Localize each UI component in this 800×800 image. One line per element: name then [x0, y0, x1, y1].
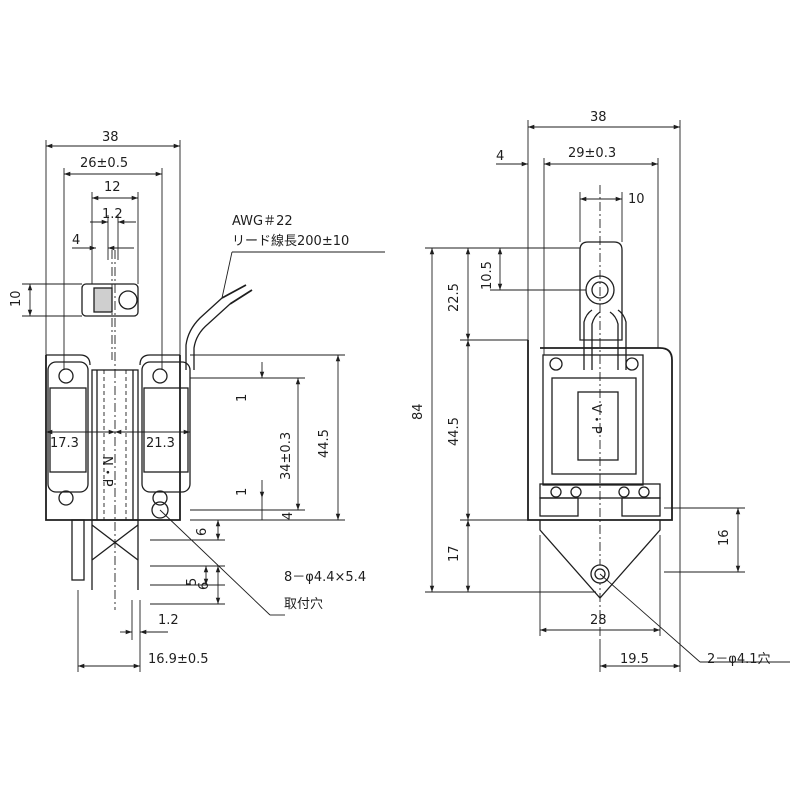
wire-spec-line2: リード線長200±10 — [232, 233, 349, 249]
left-dim-height-10: 10 — [9, 290, 24, 307]
left-view-outline — [45, 250, 253, 610]
right-view-outline: V・P — [527, 185, 673, 640]
right-view: V・P 38 — [411, 110, 790, 672]
right-dim-base-width: 28 — [590, 613, 607, 628]
left-dim-base-4: 4 — [281, 512, 296, 520]
left-view: 38 26±0.5 12 1.2 4 1.2 1 6 — [9, 130, 385, 672]
left-dim-hole-offset-6: 6 — [195, 528, 210, 536]
left-dim-pitch: 26±0.5 — [80, 156, 128, 171]
mounting-holes-line1: 8－φ4.4×5.4 — [284, 570, 366, 585]
left-dim-plate-thickness: 1.2 — [158, 613, 179, 628]
wire-spec-callout: AWG＃22 リード線長200±10 — [221, 214, 385, 299]
right-dim-body-height: 44.5 — [447, 417, 462, 446]
left-dim-gap-bottom: 1 — [235, 488, 250, 496]
right-dim-slot-width: 10 — [628, 192, 645, 207]
left-dim-offset: 4 — [72, 233, 80, 248]
left-dim-inner-width: 12 — [104, 180, 121, 195]
left-dim-depth: 16.9±0.5 — [148, 652, 209, 667]
right-dim-top-height: 22.5 — [447, 283, 462, 312]
right-dim-total-height: 84 — [411, 403, 426, 420]
left-dim-slot: 1.2 — [102, 207, 123, 222]
right-dim-bottom-height: 17 — [447, 545, 462, 562]
mounting-holes-line2: 取付穴 — [284, 597, 323, 612]
mounting-holes-callout: 8－φ4.4×5.4 取付穴 — [159, 509, 366, 616]
left-dim-hole-pitch-5: 5 — [185, 578, 200, 586]
right-vertical-dimensions: 10.5 22.5 44.5 17 84 16 — [411, 247, 745, 593]
left-dim-hole-pitch-6: 6 — [197, 582, 212, 590]
left-dim-overall-width: 38 — [102, 130, 119, 145]
right-coil-marking: V・P — [588, 404, 603, 434]
left-horizontal-dimensions: 38 26±0.5 12 1.2 4 1.2 16 — [45, 130, 209, 672]
left-dim-gap-top: 1 — [235, 394, 250, 402]
right-dim-center-offset: 19.5 — [620, 652, 649, 667]
right-mounting-hole-label: 2－φ4.1穴 — [707, 652, 771, 667]
wire-spec-line1: AWG＃22 — [232, 214, 293, 229]
left-dim-total-height: 44.5 — [317, 429, 332, 458]
left-dim-coil-left: 17.3 — [50, 436, 79, 451]
right-dim-slot-depth: 10.5 — [480, 261, 495, 290]
right-dim-overall-width: 38 — [590, 110, 607, 125]
left-coil-marking: N・P — [99, 456, 114, 487]
left-dim-coil-right: 21.3 — [146, 436, 175, 451]
right-dim-offset-4: 4 — [496, 149, 504, 164]
left-dim-coil-height: 34±0.3 — [279, 432, 294, 480]
right-dim-bracket-height: 16 — [717, 529, 732, 546]
right-dim-hole-pitch: 29±0.3 — [568, 146, 616, 161]
right-mounting-hole-callout: 2－φ4.1穴 — [599, 573, 790, 667]
right-horizontal-dimensions: 38 29±0.3 4 10 28 19.5 — [496, 110, 681, 672]
left-vertical-dimensions: 10 1 34±0.3 44.5 1 4 6 5 6 — [9, 283, 345, 605]
